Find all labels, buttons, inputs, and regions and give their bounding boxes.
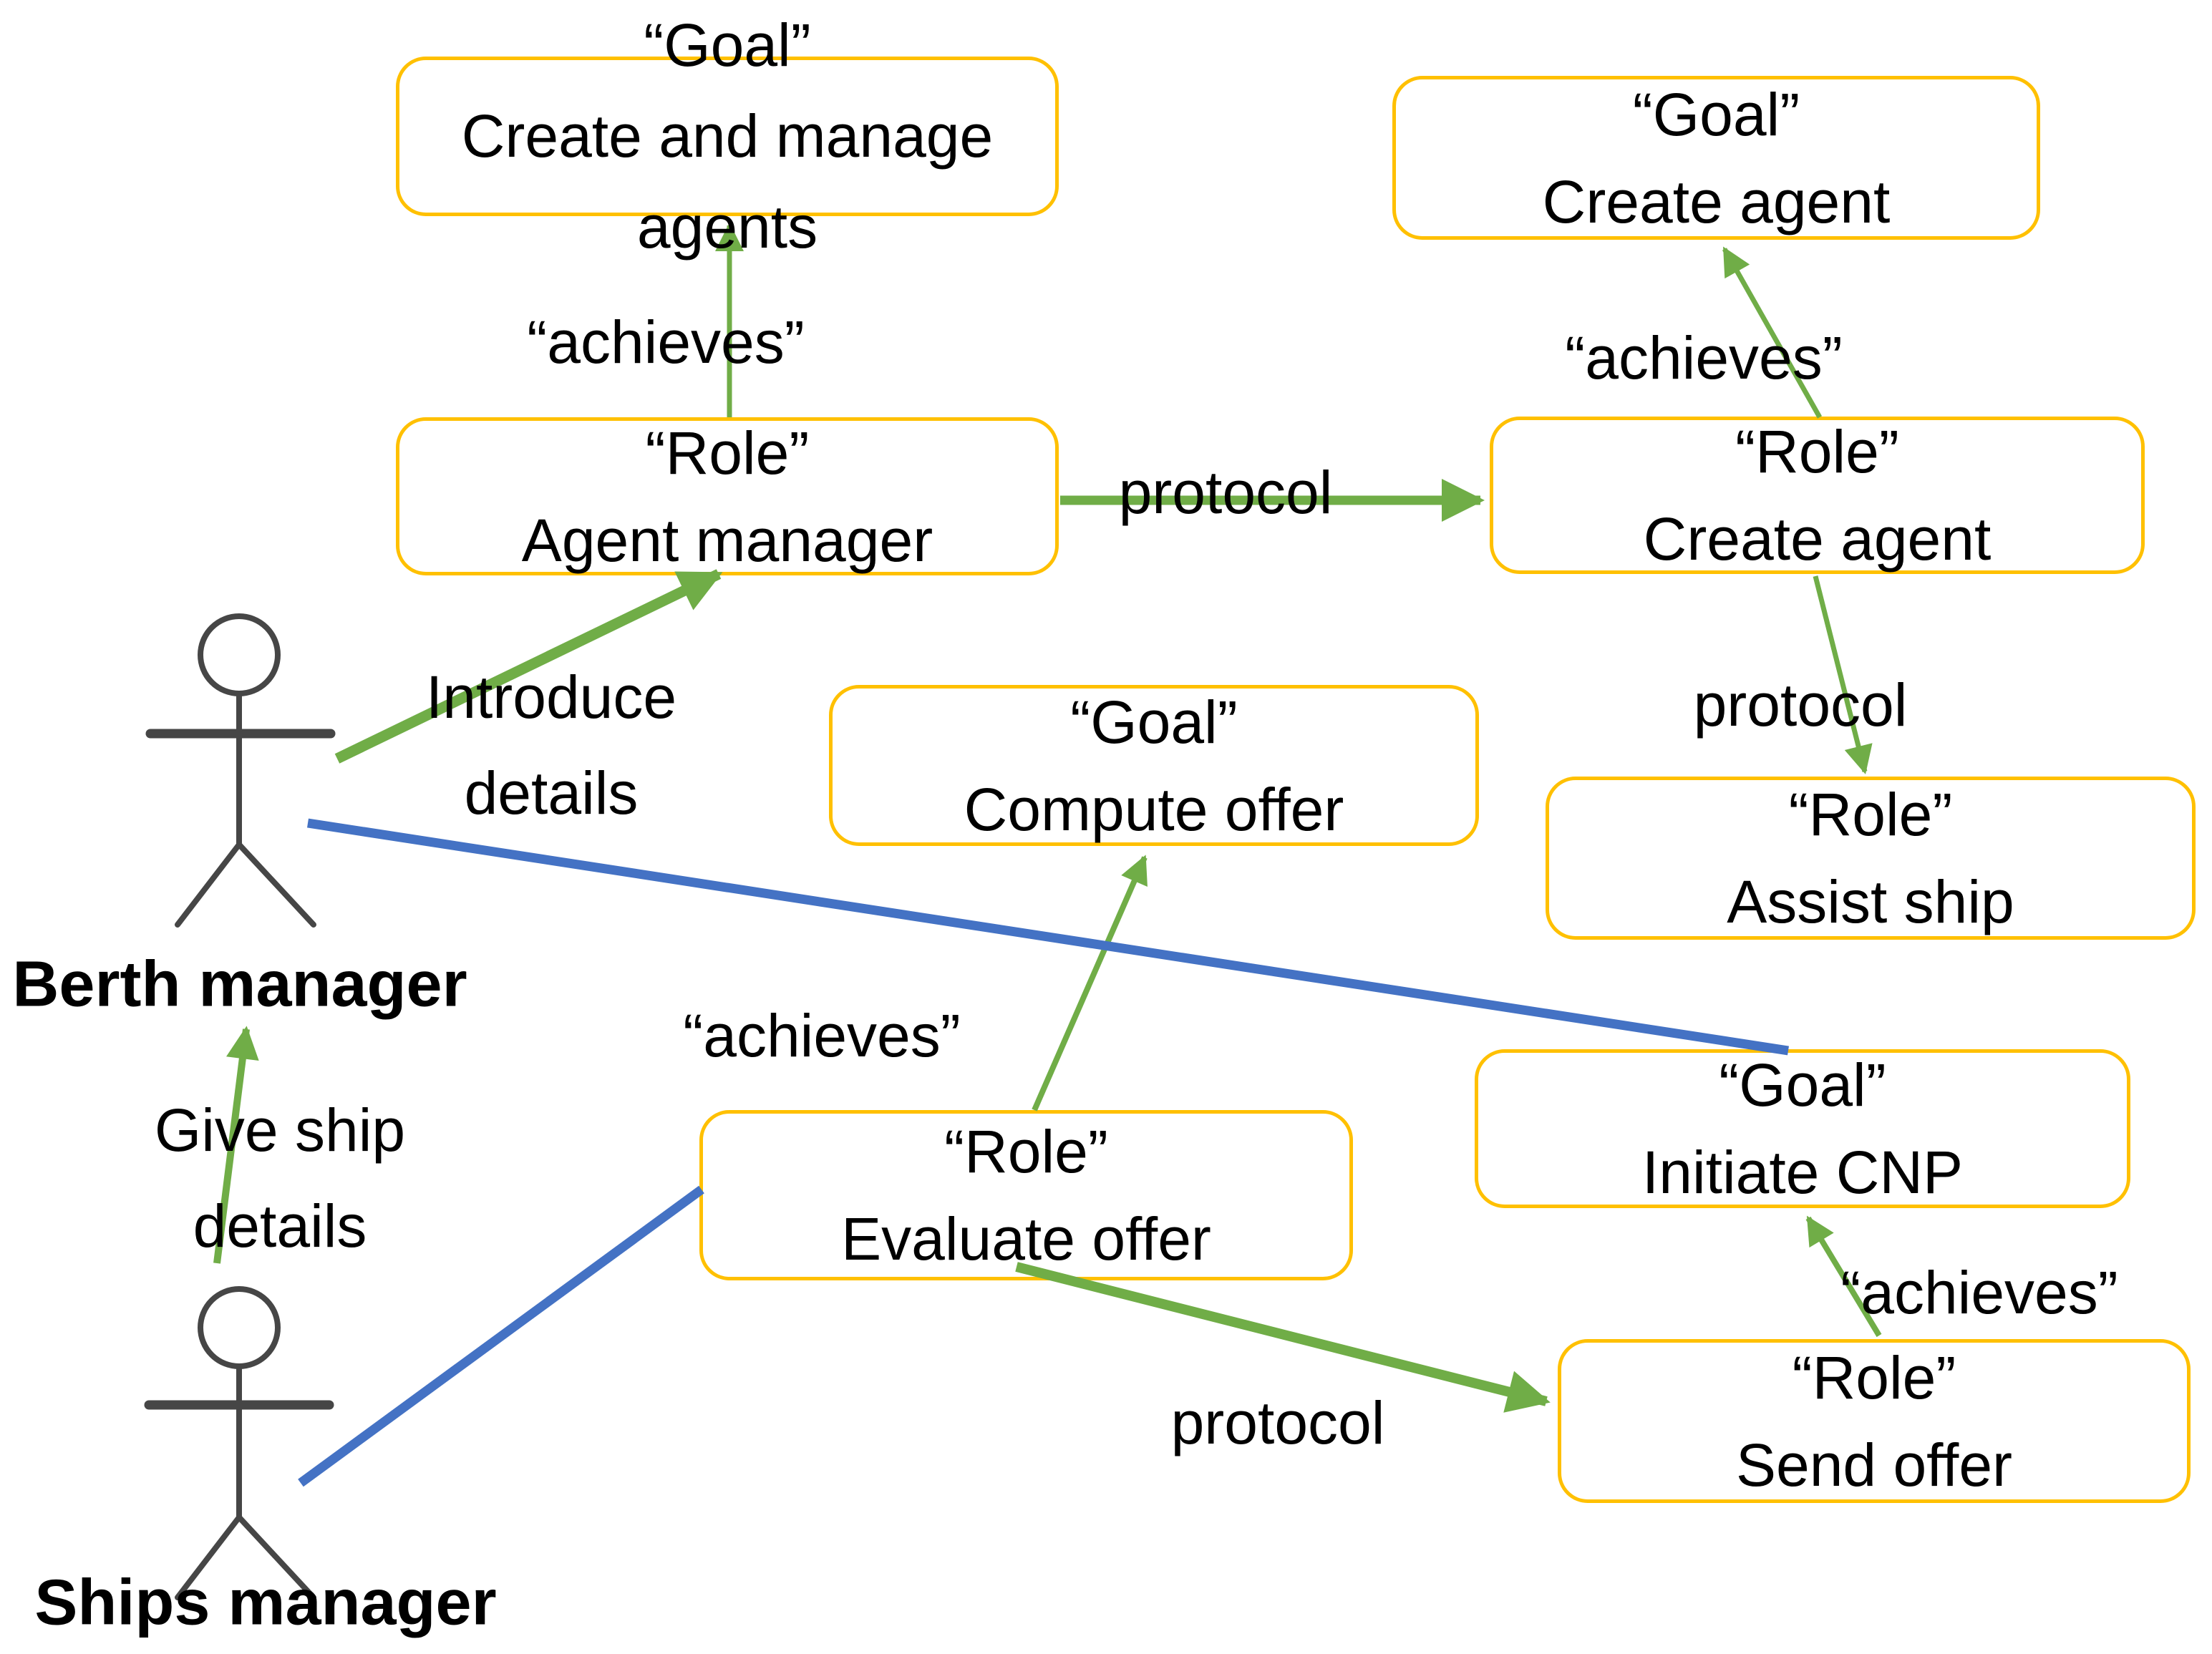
node-title: Initiate CNP xyxy=(1641,1139,1964,1206)
node-goal-initiate-cnp: “Goal” Initiate CNP xyxy=(1475,1049,2130,1208)
label-give-ship-details: Give ship details xyxy=(155,1082,405,1274)
node-stereotype: “Goal” xyxy=(1719,1051,1886,1119)
actor-leg-left xyxy=(175,842,242,928)
label-achieves-top-right: “achieves” xyxy=(1565,324,1843,391)
node-stereotype: “Goal” xyxy=(1632,80,1800,148)
label-protocol-bottom: protocol xyxy=(1170,1389,1385,1456)
node-role-send-offer: “Role” Send offer xyxy=(1558,1339,2191,1503)
node-stereotype: “Goal” xyxy=(1070,688,1238,756)
node-title: Agent manager xyxy=(521,506,933,574)
node-title-overflow: agents xyxy=(636,193,818,261)
node-stereotype: “Role” xyxy=(944,1118,1108,1185)
node-stereotype: “Goal” xyxy=(644,11,811,79)
label-protocol-top: protocol xyxy=(1118,459,1333,526)
node-goal-compute-offer: “Goal” Compute offer xyxy=(829,685,1479,846)
actor-leg-right xyxy=(236,842,316,928)
node-title: Evaluate offer xyxy=(841,1205,1211,1273)
label-line: Give ship xyxy=(154,1096,406,1164)
node-title: Send offer xyxy=(1735,1431,2013,1499)
label-line: details xyxy=(193,1192,367,1260)
node-role-assist-ship: “Role” Assist ship xyxy=(1546,777,2196,940)
berth-manager-actor-icon xyxy=(145,613,336,928)
node-role-agent-manager: “Role” Agent manager xyxy=(396,417,1059,575)
label-line: details xyxy=(464,759,639,827)
node-title: Assist ship xyxy=(1727,868,2014,935)
node-title: Compute offer xyxy=(964,775,1344,843)
node-stereotype: “Role” xyxy=(1735,418,1899,485)
label-protocol-right: protocol xyxy=(1693,671,1908,739)
ships-manager-actor-icon xyxy=(144,1286,334,1600)
node-role-evaluate-offer: “Role” Evaluate offer xyxy=(699,1110,1353,1280)
node-stereotype: “Role” xyxy=(1792,1343,1956,1411)
label-achieves-middle: “achieves” xyxy=(683,1002,961,1069)
label-achieves-bottom-right: “achieves” xyxy=(1840,1259,2118,1326)
node-title: Create agent xyxy=(1542,167,1891,235)
node-goal-create-agent: “Goal” Create agent xyxy=(1392,76,2040,240)
node-role-create-agent: “Role” Create agent xyxy=(1490,417,2145,574)
label-line: Introduce xyxy=(425,663,677,731)
node-stereotype: “Role” xyxy=(645,419,810,487)
label-introduce-details: Introduce details xyxy=(426,649,676,841)
berth-manager-label: Berth manager xyxy=(12,948,467,1021)
node-title: Create agent xyxy=(1643,505,1992,573)
actor-head xyxy=(198,1286,281,1369)
actor-head xyxy=(198,613,281,696)
node-stereotype: “Role” xyxy=(1788,781,1953,848)
label-achieves-top-left: “achieves” xyxy=(527,308,805,376)
node-title: Create and manage xyxy=(461,102,994,170)
node-goal-create-and-manage-agents: “Goal” Create and manage agents xyxy=(396,11,1059,261)
achieves-arrow-evaluate-offer-to-compute-offer xyxy=(1032,855,1148,1111)
ships-manager-label: Ships manager xyxy=(34,1567,497,1639)
